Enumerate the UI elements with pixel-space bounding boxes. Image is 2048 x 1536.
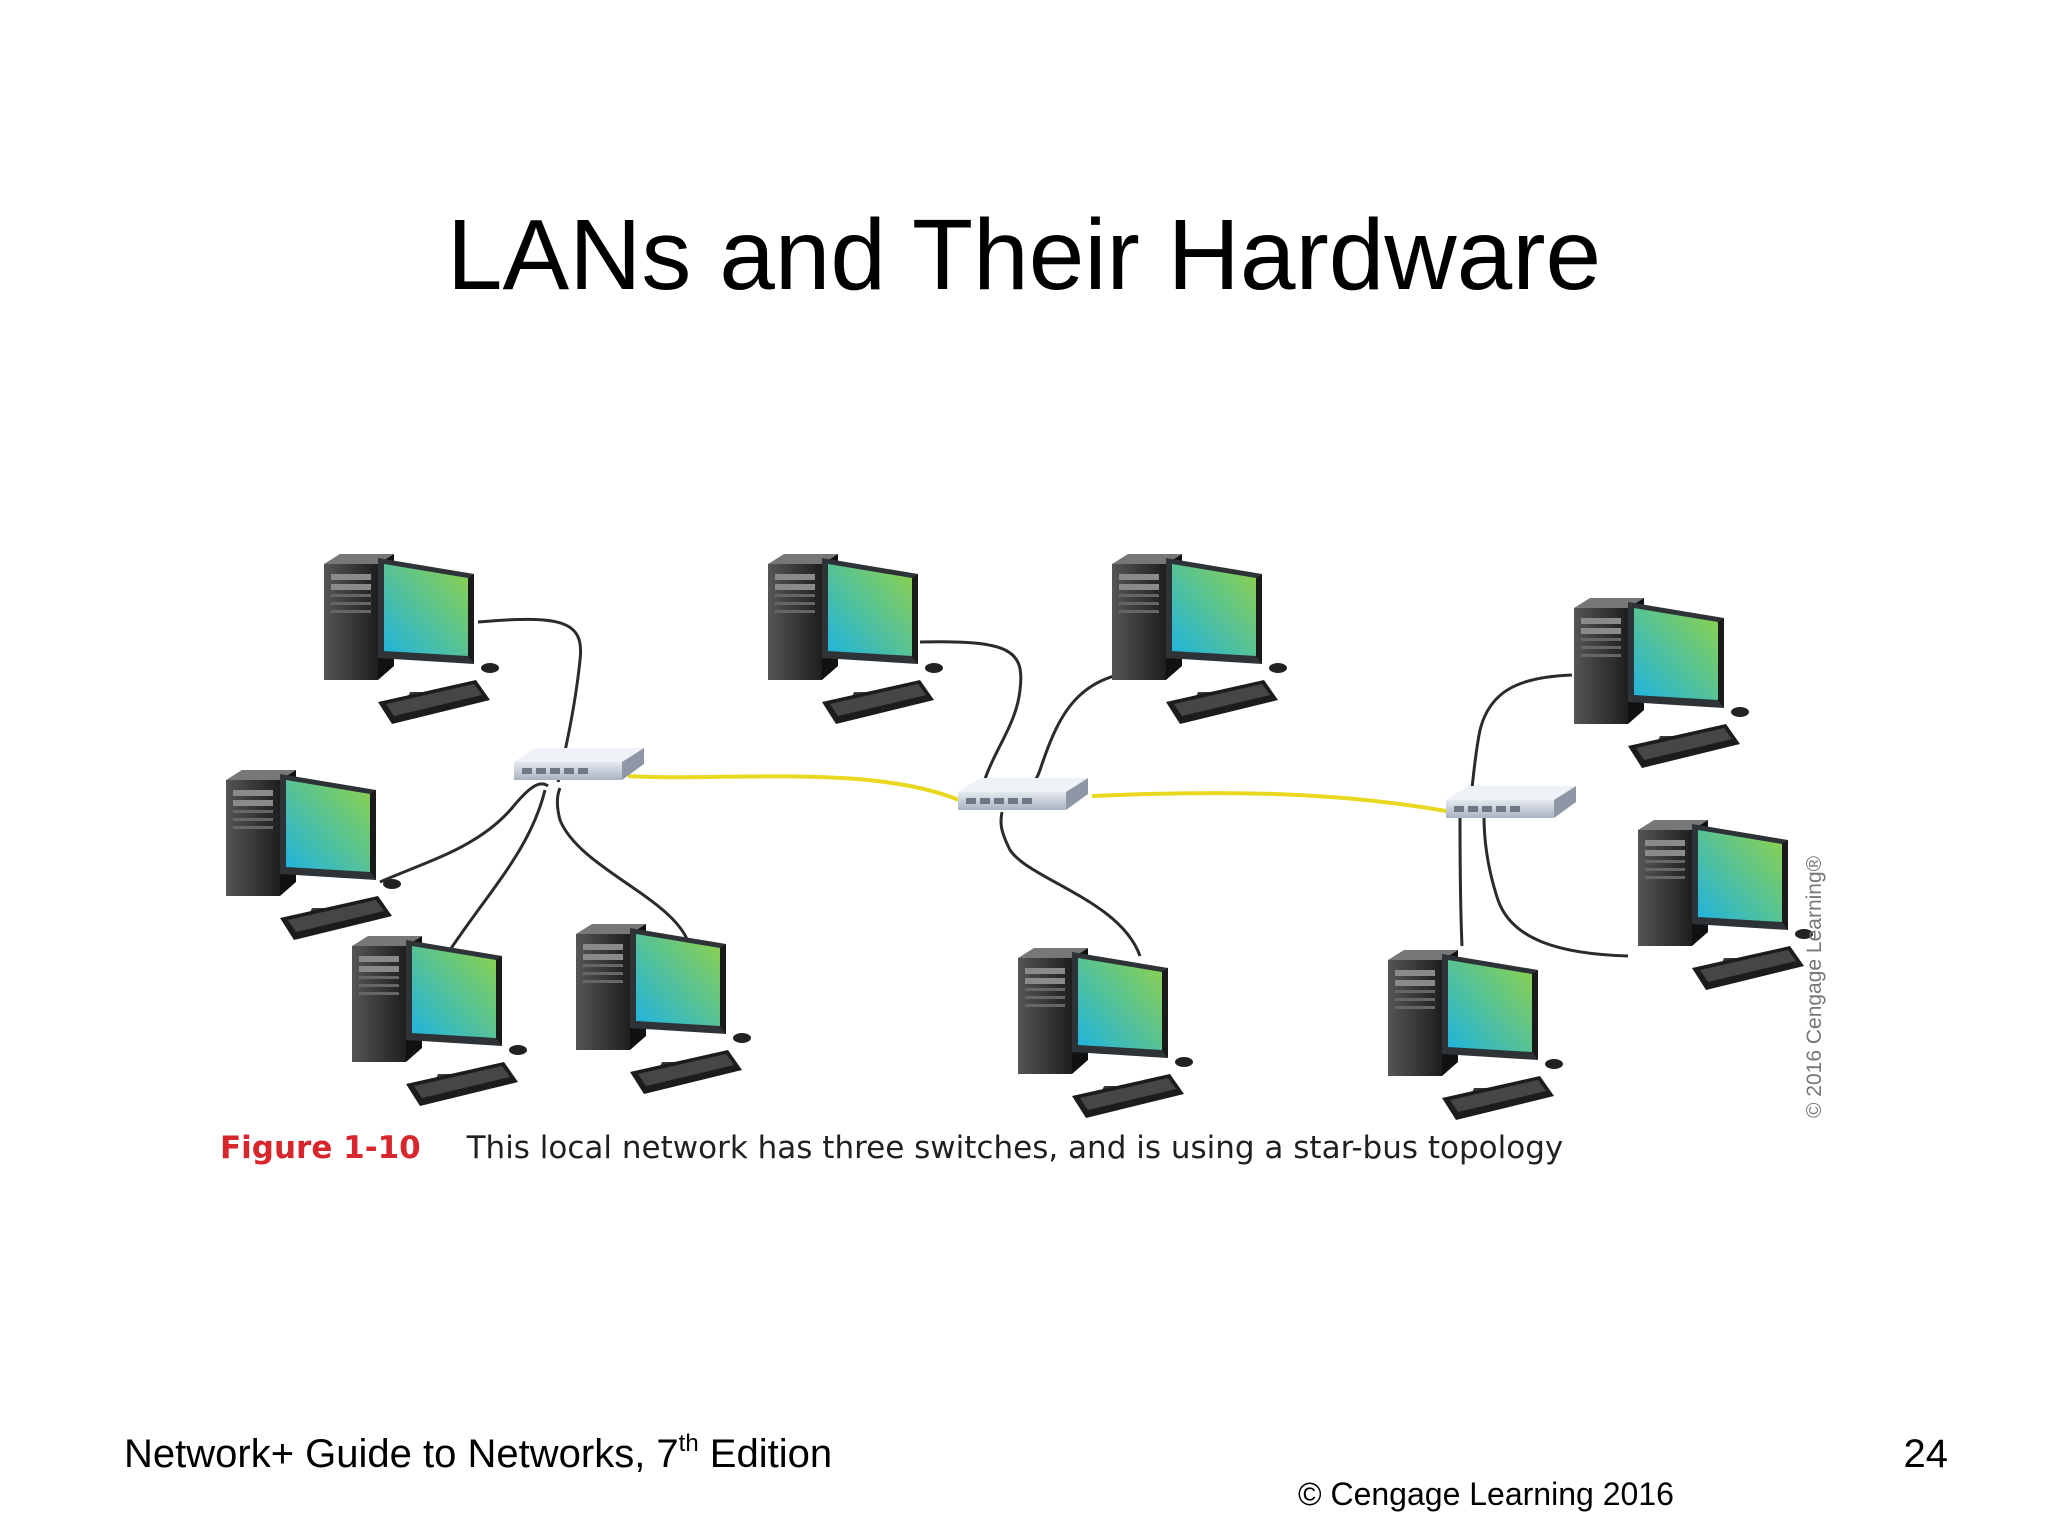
switch — [958, 778, 1088, 810]
computer — [226, 770, 401, 940]
computer — [1018, 948, 1193, 1118]
patch-cables — [379, 617, 1629, 958]
computer — [1112, 554, 1287, 724]
copyright-watermark: © 2016 Cengage Learning® — [1803, 855, 1826, 1118]
footer-copyright: © Cengage Learning 2016 — [1298, 1476, 1674, 1512]
computer — [576, 924, 751, 1094]
computer — [352, 936, 527, 1106]
slide-title: LANs and Their Hardware — [446, 199, 1602, 311]
figure-label: Figure 1-10 — [220, 1130, 421, 1166]
figure-caption: Figure 1-10 This local network has three… — [220, 1130, 1563, 1166]
page-number: 24 — [1903, 1432, 1949, 1476]
bus-backbone-cable — [627, 774, 1453, 814]
computer — [1638, 820, 1813, 990]
figure-caption-text: This local network has three switches, a… — [466, 1130, 1564, 1166]
switch — [1446, 786, 1576, 818]
switch — [514, 748, 644, 780]
footer-book-title: Network+ Guide to Networks, 7th Edition — [124, 1430, 833, 1477]
computers — [226, 554, 1813, 1120]
computer — [768, 554, 943, 724]
computer — [1574, 598, 1749, 768]
computer — [324, 554, 499, 724]
computer — [1388, 950, 1563, 1120]
